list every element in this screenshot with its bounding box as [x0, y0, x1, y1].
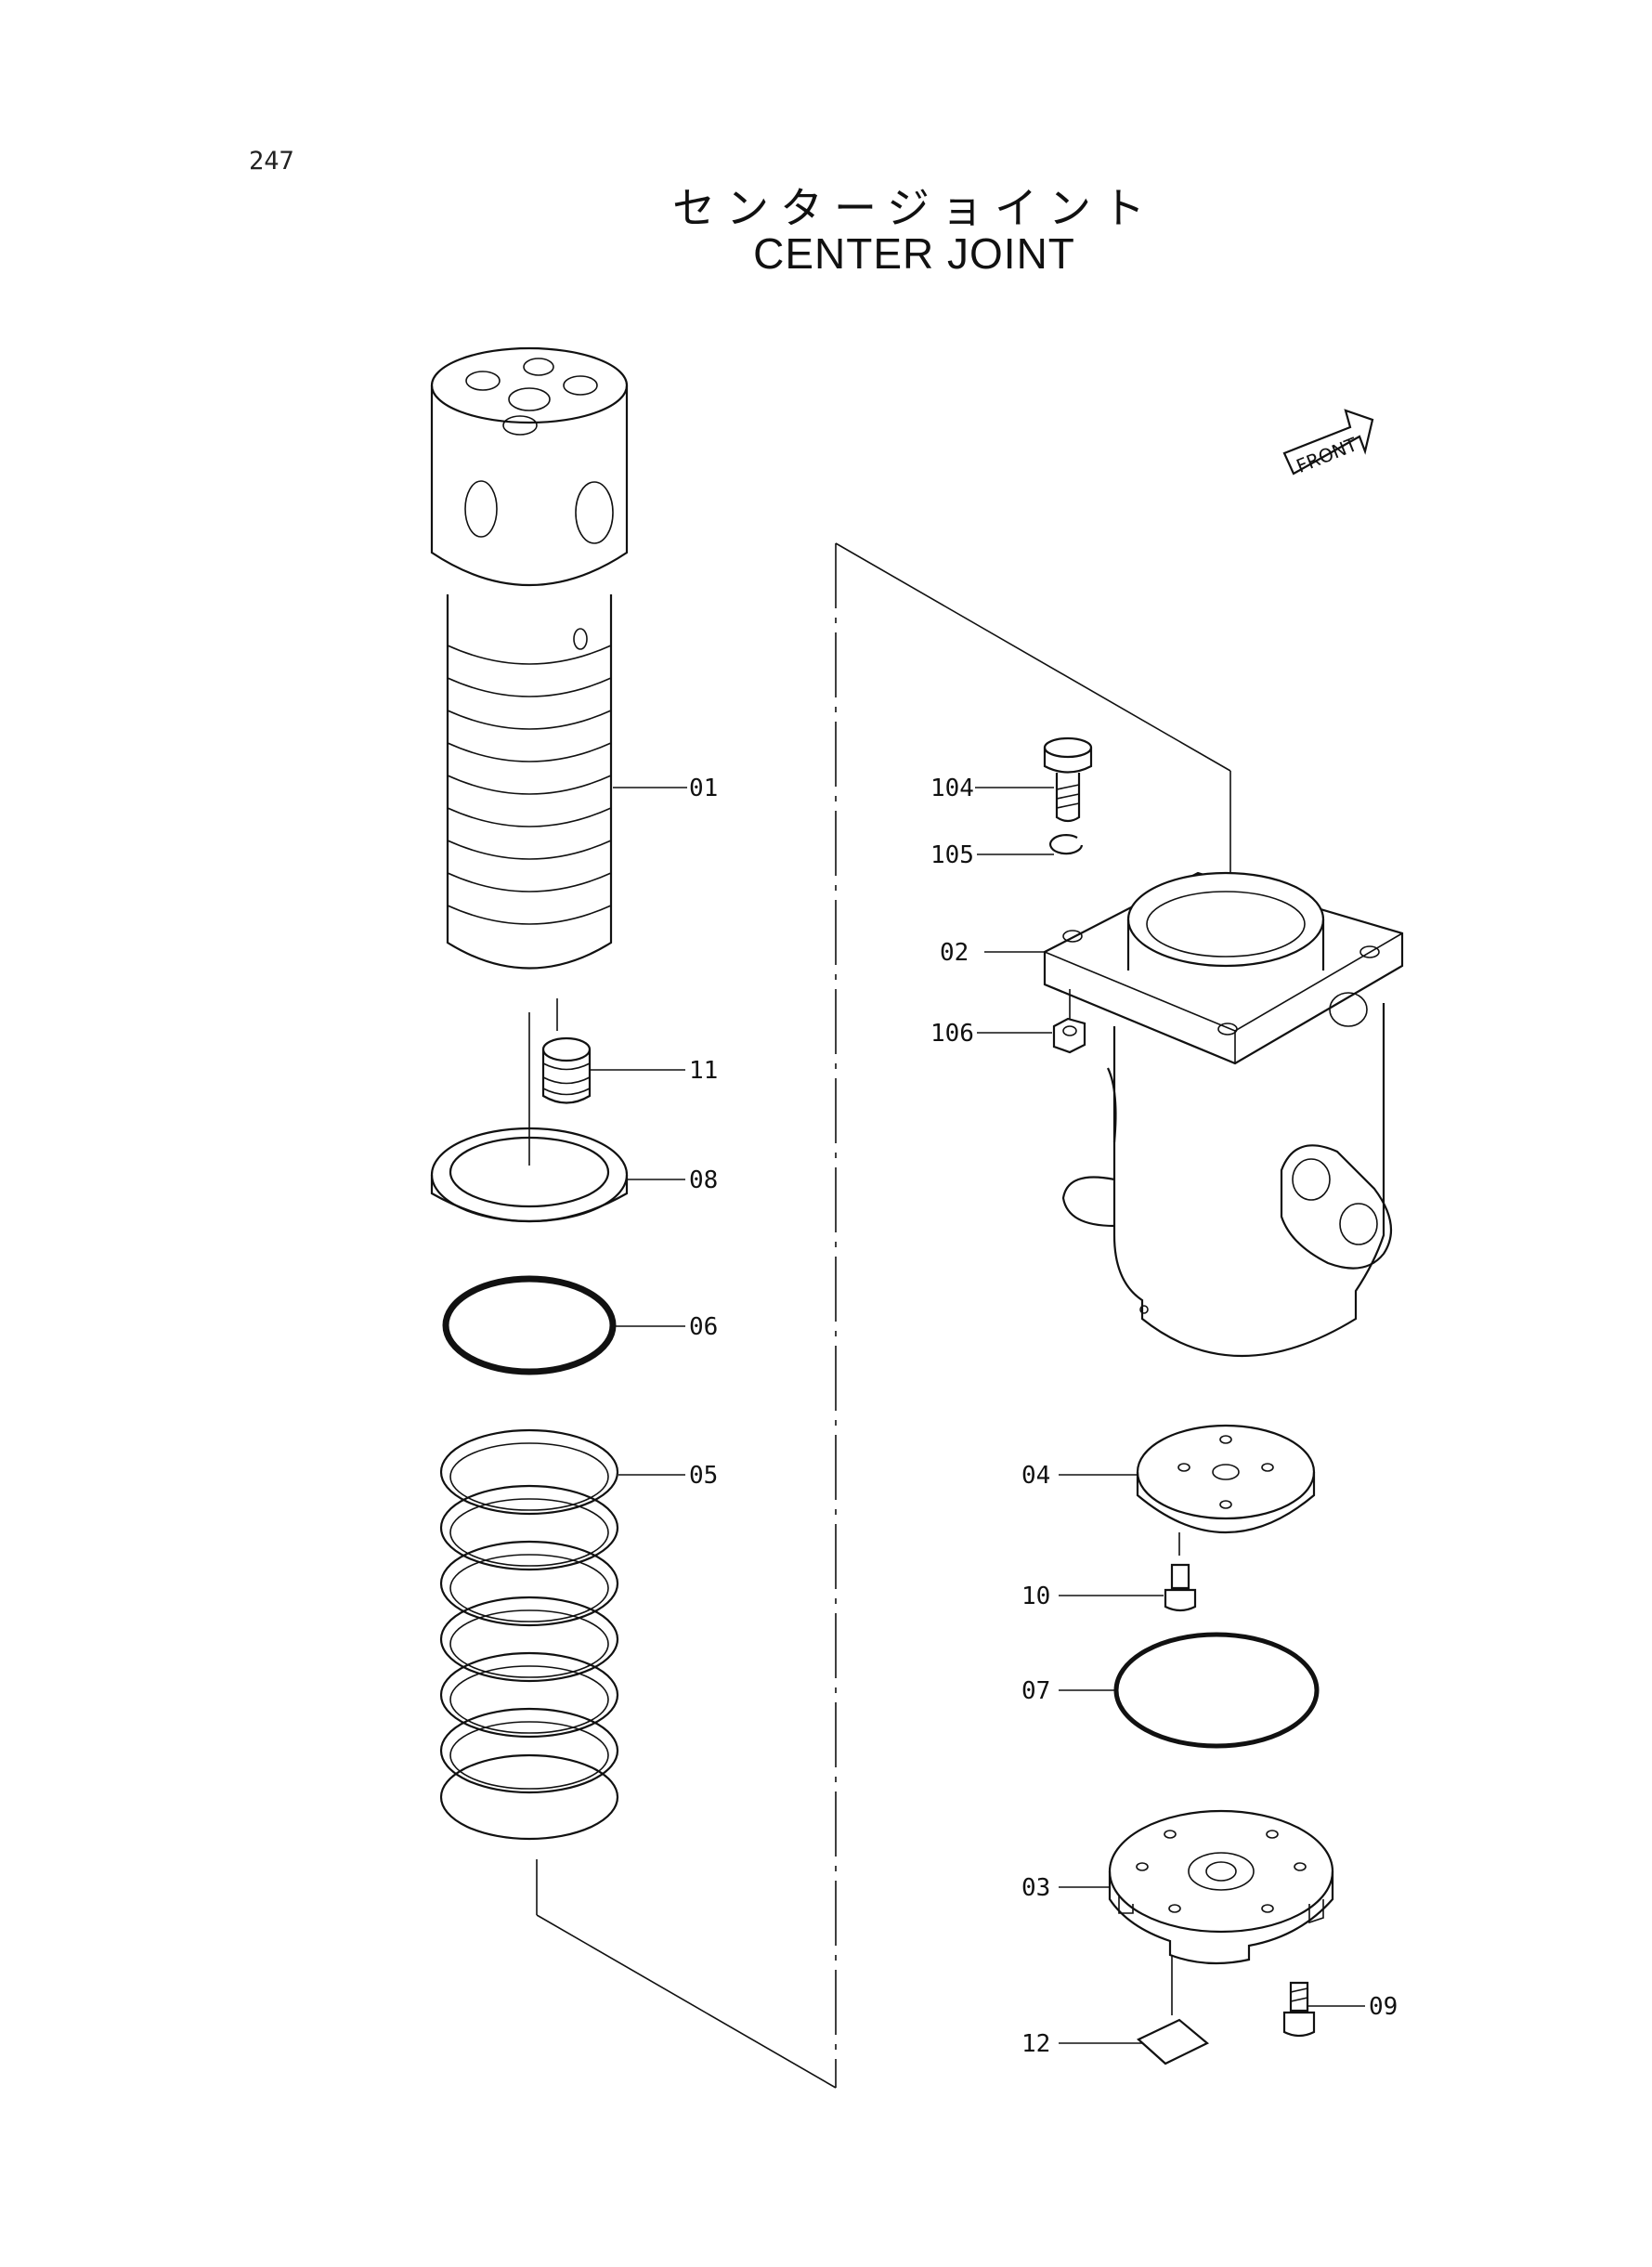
callout-09: 09 — [1369, 1993, 1398, 2021]
callout-105: 105 — [930, 841, 974, 869]
callout-07: 07 — [1021, 1677, 1050, 1705]
title-english: CENTER JOINT — [753, 229, 1075, 278]
page-number: 247 — [249, 147, 294, 176]
front-label: FRONT — [1294, 433, 1361, 477]
part-04-cover — [1059, 1424, 1316, 1556]
part-10-screw — [1059, 1563, 1197, 1612]
callout-104: 104 — [930, 775, 974, 802]
part-106-nut — [977, 989, 1086, 1054]
part-05-seal-set — [439, 1428, 685, 1841]
callout-10: 10 — [1021, 1583, 1050, 1610]
part-104-bolt — [975, 736, 1093, 823]
callout-06: 06 — [689, 1313, 718, 1341]
callout-03: 03 — [1021, 1874, 1050, 1902]
part-08-ring — [430, 1127, 685, 1223]
part-11-plug — [528, 1012, 685, 1166]
part-09-screw — [1282, 1981, 1365, 2038]
front-arrow-icon: FRONT — [1282, 409, 1374, 477]
part-03-cover — [1059, 1809, 1334, 2015]
callout-02: 02 — [940, 939, 969, 967]
callout-08: 08 — [689, 1166, 718, 1194]
part-07-o-ring — [1059, 1632, 1320, 1749]
callout-106: 106 — [930, 1020, 974, 1048]
callout-12: 12 — [1021, 2030, 1050, 2058]
assembly-guide-lines — [536, 542, 1231, 2089]
callout-01: 01 — [689, 775, 718, 802]
part-01-spindle — [430, 346, 687, 1031]
part-06-o-ring — [442, 1275, 685, 1375]
callout-11: 11 — [689, 1057, 718, 1085]
part-02-body — [984, 871, 1404, 1357]
callout-04: 04 — [1021, 1462, 1050, 1490]
part-12-shim — [1059, 2018, 1210, 2065]
callout-05: 05 — [689, 1462, 718, 1490]
part-105-washer — [977, 834, 1084, 855]
title-japanese: センタージョイント — [671, 183, 1157, 233]
